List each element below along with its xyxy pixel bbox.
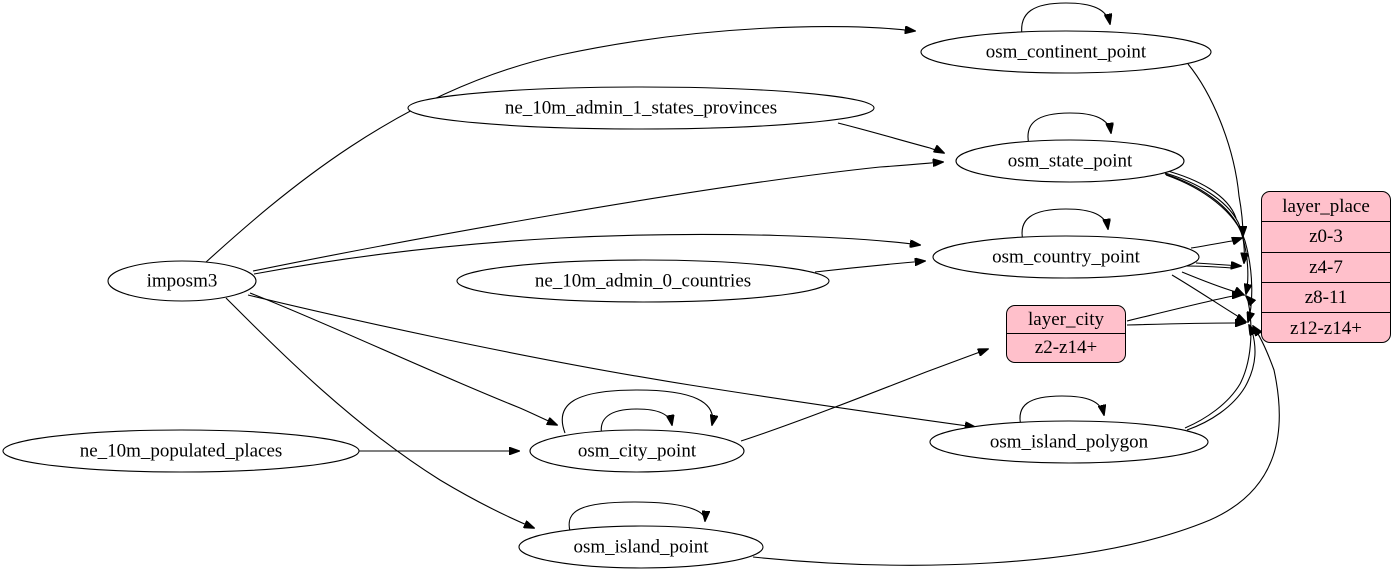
layer_place-title: layer_place (1262, 192, 1390, 222)
node-label-osm_island_point: osm_island_point (573, 536, 709, 557)
node-osm_state_point[interactable]: osm_state_point (955, 139, 1185, 183)
edge-osm_state_point-to-layer_place-z4_7 (1164, 172, 1244, 263)
node-label-osm_country_point: osm_country_point (992, 246, 1140, 267)
node-ne_10m_populated_places[interactable]: ne_10m_populated_places (2, 429, 360, 473)
node-label-ne_states: ne_10m_admin_1_states_provinces (505, 97, 777, 118)
edge-self-loop-osm_island_point (568, 501, 705, 532)
edge-imposm3-to-osm_city_point (249, 292, 557, 425)
edge-osm_island_polygon-to-layer_place-z8_11 (1184, 296, 1251, 429)
edge-imposm3-to-osm_state_point (252, 162, 943, 272)
node-osm_island_point[interactable]: osm_island_point (518, 525, 764, 569)
node-imposm3[interactable]: imposm3 (107, 260, 257, 302)
edge-self-loop-outer-osm_city_point (561, 389, 712, 434)
node-ne_10m_admin_0_countries[interactable]: ne_10m_admin_0_countries (456, 259, 830, 303)
layer_place-row-z8-11[interactable]: z8-11 (1262, 283, 1390, 313)
node-label-imposm3: imposm3 (147, 270, 218, 291)
edge-osm_country_point-to-layer_place-z8_11 (1181, 271, 1244, 295)
record-node-layer_city[interactable]: layer_city z2-z14+ (1006, 305, 1126, 363)
node-osm_city_point[interactable]: osm_city_point (529, 429, 745, 473)
edge-osm_state_point-to-layer_place-z8_11 (1164, 173, 1248, 294)
edge-imposm3-to-osm_country_point (253, 233, 920, 275)
edge-osm_continent_point-to-layer_place-z0_3 (1187, 63, 1243, 236)
node-group: imposm3 ne_10m_admin_1_states_provinces … (2, 30, 1212, 569)
edge-layer_city-to-layer_place-z8_11 (1126, 295, 1242, 322)
edge-bundle-strand-b (1185, 265, 1233, 269)
record-node-layer_place[interactable]: layer_place z0-3 z4-7 z8-11 z12-z14+ (1261, 191, 1391, 343)
edge-osm_island_point-to-layer_place-z12_z14 (752, 326, 1280, 566)
node-label-osm_continent_point: osm_continent_point (986, 41, 1147, 62)
edge-bundle-strand-a (1163, 169, 1237, 219)
layer_place-row-z4-7[interactable]: z4-7 (1262, 253, 1390, 283)
edge-osm_island_polygon-to-layer_place-z12_z14 (1186, 325, 1255, 431)
edge-osm_city_point-to-layer_city-z2_z14 (740, 349, 988, 442)
layer_place-row-z12-z14[interactable]: z12-z14+ (1290, 317, 1362, 339)
edge-imposm3-to-osm_island_point (225, 297, 534, 528)
node-osm_country_point[interactable]: osm_country_point (932, 235, 1200, 279)
node-label-ne_places: ne_10m_populated_places (80, 440, 283, 461)
edge-imposm3-to-osm_continent_point (204, 27, 915, 264)
edge-self-loop-osm_continent_point (1021, 2, 1110, 36)
layer_city-title: layer_city (1007, 306, 1125, 334)
node-osm_island_polygon[interactable]: osm_island_polygon (929, 420, 1209, 464)
node-osm_continent_point[interactable]: osm_continent_point (920, 30, 1212, 74)
node-label-osm_island_polygon: osm_island_polygon (990, 431, 1149, 452)
edge-self-loop-osm_city_point (600, 408, 672, 437)
node-label-osm_state_point: osm_state_point (1008, 150, 1133, 171)
edge-ne_states-to-osm_state_point (837, 122, 944, 153)
node-label-osm_city_point: osm_city_point (578, 440, 697, 461)
edge-imposm3-to-osm_island_polygon (247, 294, 975, 427)
edge-self-loop-osm_island_polygon (1019, 395, 1104, 427)
edge-self-loop-osm_state_point (1027, 112, 1111, 146)
edge-group (204, 2, 1280, 566)
edge-osm_country_point-to-layer_place-z4_7 (1195, 263, 1241, 266)
edge-self-loop-osm_country_point (1021, 208, 1108, 242)
edge-osm_country_point-to-layer_place-z12_z14 (1171, 274, 1246, 322)
edge-osm_country_point-to-layer_place-z0_3 (1190, 238, 1242, 249)
edge-layer_city-to-layer_place-z12_z14 (1126, 323, 1245, 325)
node-ne_10m_admin_1_states_provinces[interactable]: ne_10m_admin_1_states_provinces (407, 86, 875, 130)
layer_city-row-z2-z14[interactable]: z2-z14+ (1034, 337, 1098, 358)
edge-ne_countries-to-osm_country_point (814, 261, 925, 273)
node-label-ne_countries: ne_10m_admin_0_countries (535, 270, 751, 291)
layer_place-row-z0-3[interactable]: z0-3 (1262, 222, 1390, 253)
